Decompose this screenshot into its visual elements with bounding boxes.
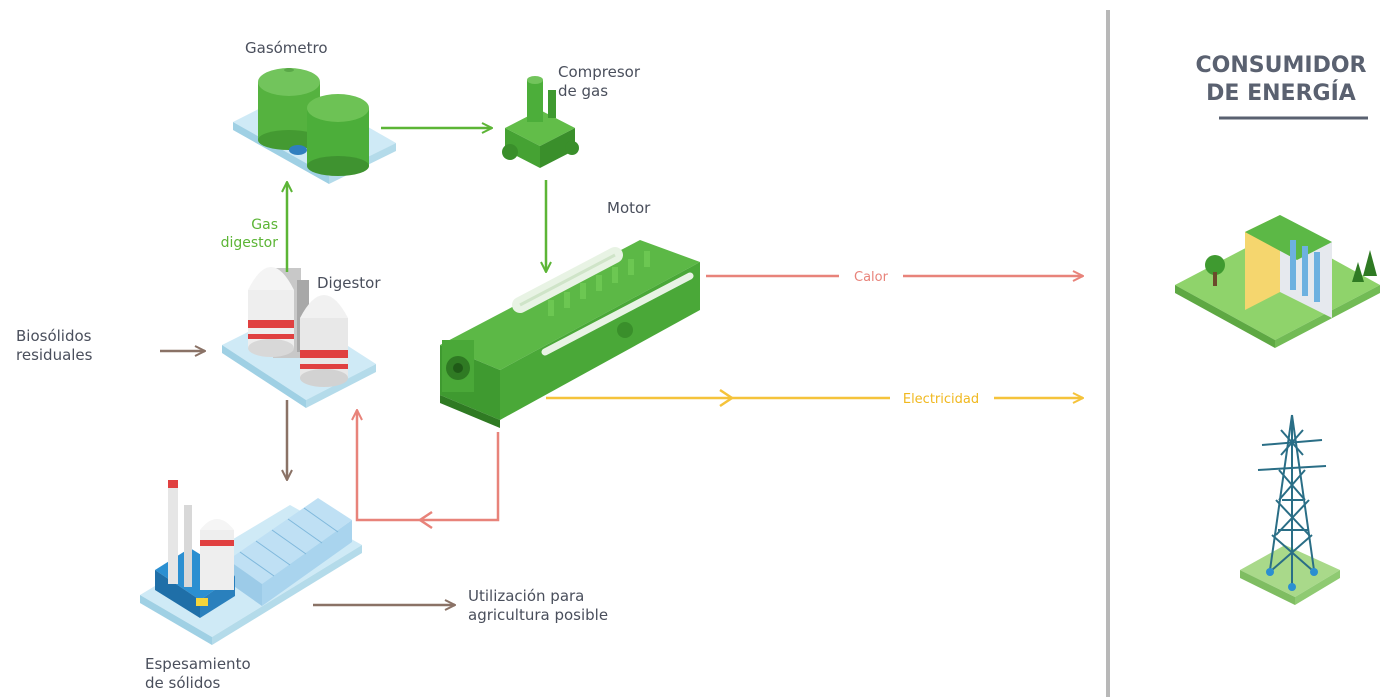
electricity-chevron [719, 388, 735, 408]
compressor-label-line1: Compresor [558, 63, 641, 81]
agriculture-label-line2: agricultura posible [468, 606, 608, 624]
engine-icon [440, 240, 700, 428]
digester-gas-label-line1: Gas [251, 217, 278, 233]
power-tower-icon [1240, 414, 1340, 605]
heat-label: Calor [854, 270, 889, 285]
biosolids-label-line2: residuales [16, 346, 93, 364]
gasometer-icon [233, 68, 396, 184]
digester-icon [222, 267, 376, 408]
consumer-title-line1: CONSUMIDOR [1196, 53, 1367, 78]
thickening-label-line1: Espesamiento [145, 655, 251, 673]
gasometer-label: Gasómetro [245, 39, 328, 57]
building-icon [1175, 215, 1380, 348]
biosolids-label-line1: Biosólidos [16, 327, 92, 345]
gas-compressor-icon [502, 76, 579, 168]
consumer-title-line2: DE ENERGÍA [1206, 80, 1356, 106]
agriculture-label-line1: Utilización para [468, 587, 584, 605]
thickening-label-line2: de sólidos [145, 674, 221, 692]
digester-gas-label-line2: digestor [221, 235, 279, 251]
solids-thickening-plant-icon [140, 480, 362, 645]
arrow-heat-return-to-digester [357, 410, 500, 522]
heat-return-chevron [417, 510, 433, 530]
compressor-label-line2: de gas [558, 82, 608, 100]
electricity-label: Electricidad [903, 392, 979, 407]
engine-label: Motor [607, 199, 651, 217]
digester-label: Digestor [317, 274, 381, 292]
